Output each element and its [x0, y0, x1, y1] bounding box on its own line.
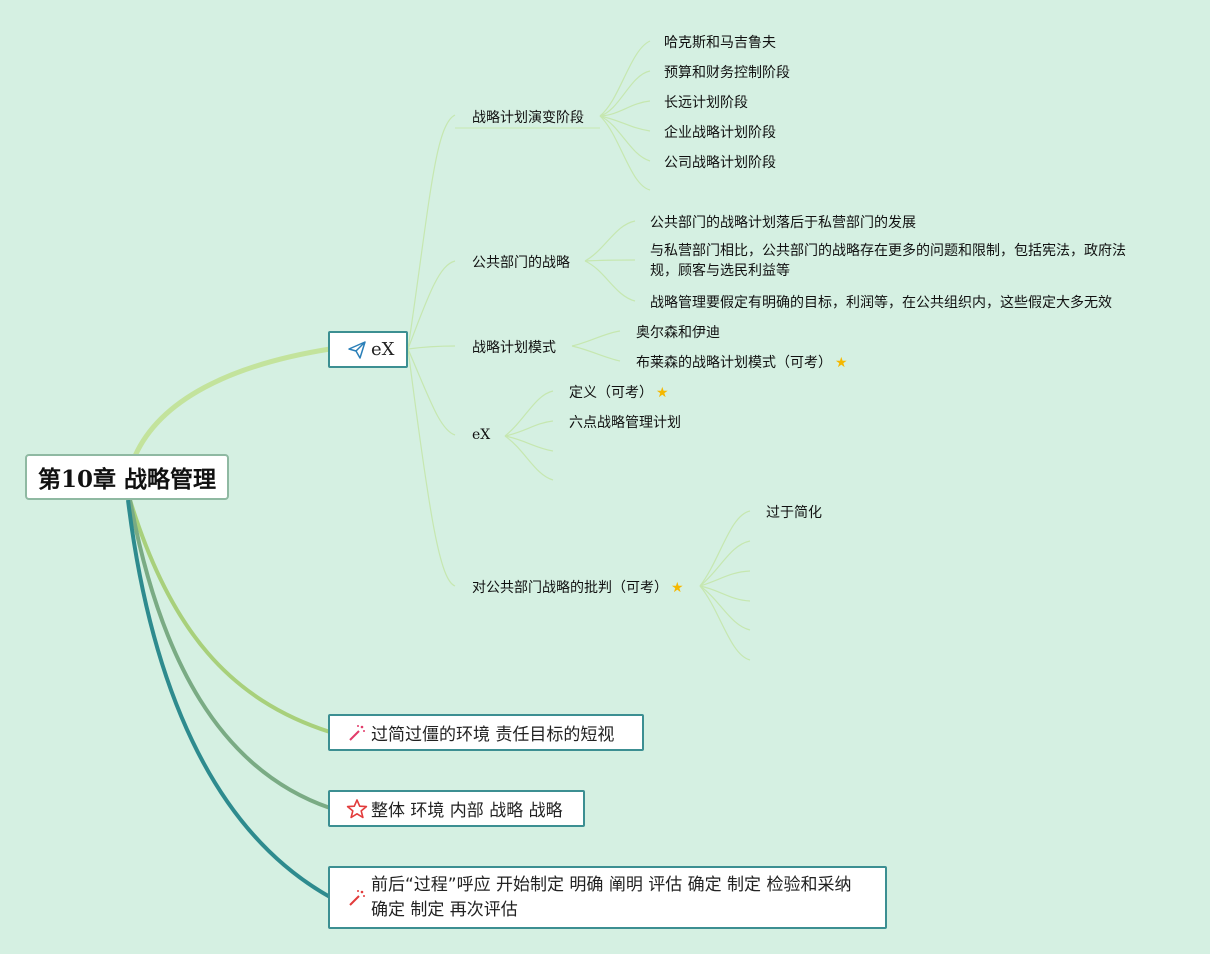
star-icon: ★	[671, 580, 684, 596]
paper-plane-icon	[346, 339, 368, 361]
leaf-item[interactable]: 奥尔森和伊迪	[636, 325, 720, 341]
subtopic-evolution[interactable]: 战略计划演变阶段	[472, 110, 584, 126]
leaf-item[interactable]: 公司战略计划阶段	[664, 155, 776, 171]
magic-wand-icon	[346, 887, 368, 909]
branch-overall[interactable]: 整体 环境 内部 战略 战略	[328, 790, 585, 827]
branch-environment[interactable]: 过简过僵的环境 责任目标的短视	[328, 714, 644, 751]
leaf-item[interactable]: 过于简化	[766, 505, 822, 521]
branch-process-label: 前后“过程”呼应 开始制定 明确 阐明 评估 确定 制定 检验和采纳 确定 制定…	[371, 874, 852, 920]
subtopic-ex[interactable]: eX	[472, 427, 491, 443]
leaf-item[interactable]: 六点战略管理计划	[569, 415, 681, 431]
branch-ex[interactable]: eX	[328, 331, 408, 368]
leaf-item[interactable]: 与私营部门相比，公共部门的战略存在更多的问题和限制，包括宪法，政府法规，顾客与选…	[650, 243, 1126, 279]
subtopic-planning-model[interactable]: 战略计划模式	[472, 340, 556, 356]
star-icon: ★	[835, 355, 848, 371]
leaf-item[interactable]: 战略管理要假定有明确的目标，利润等，在公共组织内，这些假定大多无效	[650, 295, 1112, 311]
subtopic-critique-label: 对公共部门战略的批判（可考）	[472, 580, 668, 596]
branch-process[interactable]: 前后“过程”呼应 开始制定 明确 阐明 评估 确定 制定 检验和采纳 确定 制定…	[328, 866, 887, 929]
leaf-item[interactable]: 公共部门的战略计划落后于私营部门的发展	[650, 215, 916, 231]
leaf-item[interactable]: 定义（可考）★	[569, 382, 669, 402]
leaf-item-label: 布莱森的战略计划模式（可考）	[636, 355, 832, 371]
star-outline-icon	[346, 798, 368, 820]
leaf-item[interactable]: 企业战略计划阶段	[664, 125, 776, 141]
branch-environment-label: 过简过僵的环境 责任目标的短视	[371, 725, 615, 745]
branch-overall-label: 整体 环境 内部 战略 战略	[371, 801, 563, 821]
leaf-item[interactable]: 哈克斯和马吉鲁夫	[664, 35, 776, 51]
leaf-item[interactable]: 布莱森的战略计划模式（可考）★	[636, 352, 848, 372]
magic-wand-icon	[346, 722, 368, 744]
leaf-item[interactable]: 长远计划阶段	[664, 95, 748, 111]
subtopic-critique[interactable]: 对公共部门战略的批判（可考）★	[472, 577, 684, 597]
subtopic-public-strategy[interactable]: 公共部门的战略	[472, 255, 570, 271]
branch-ex-label: eX	[371, 339, 395, 360]
leaf-item[interactable]: 预算和财务控制阶段	[664, 65, 790, 81]
root-topic[interactable]: 第10章 战略管理	[25, 454, 229, 500]
leaf-item-label: 定义（可考）	[569, 385, 653, 401]
root-title: 第10章 战略管理	[37, 466, 216, 493]
star-icon: ★	[656, 385, 669, 401]
